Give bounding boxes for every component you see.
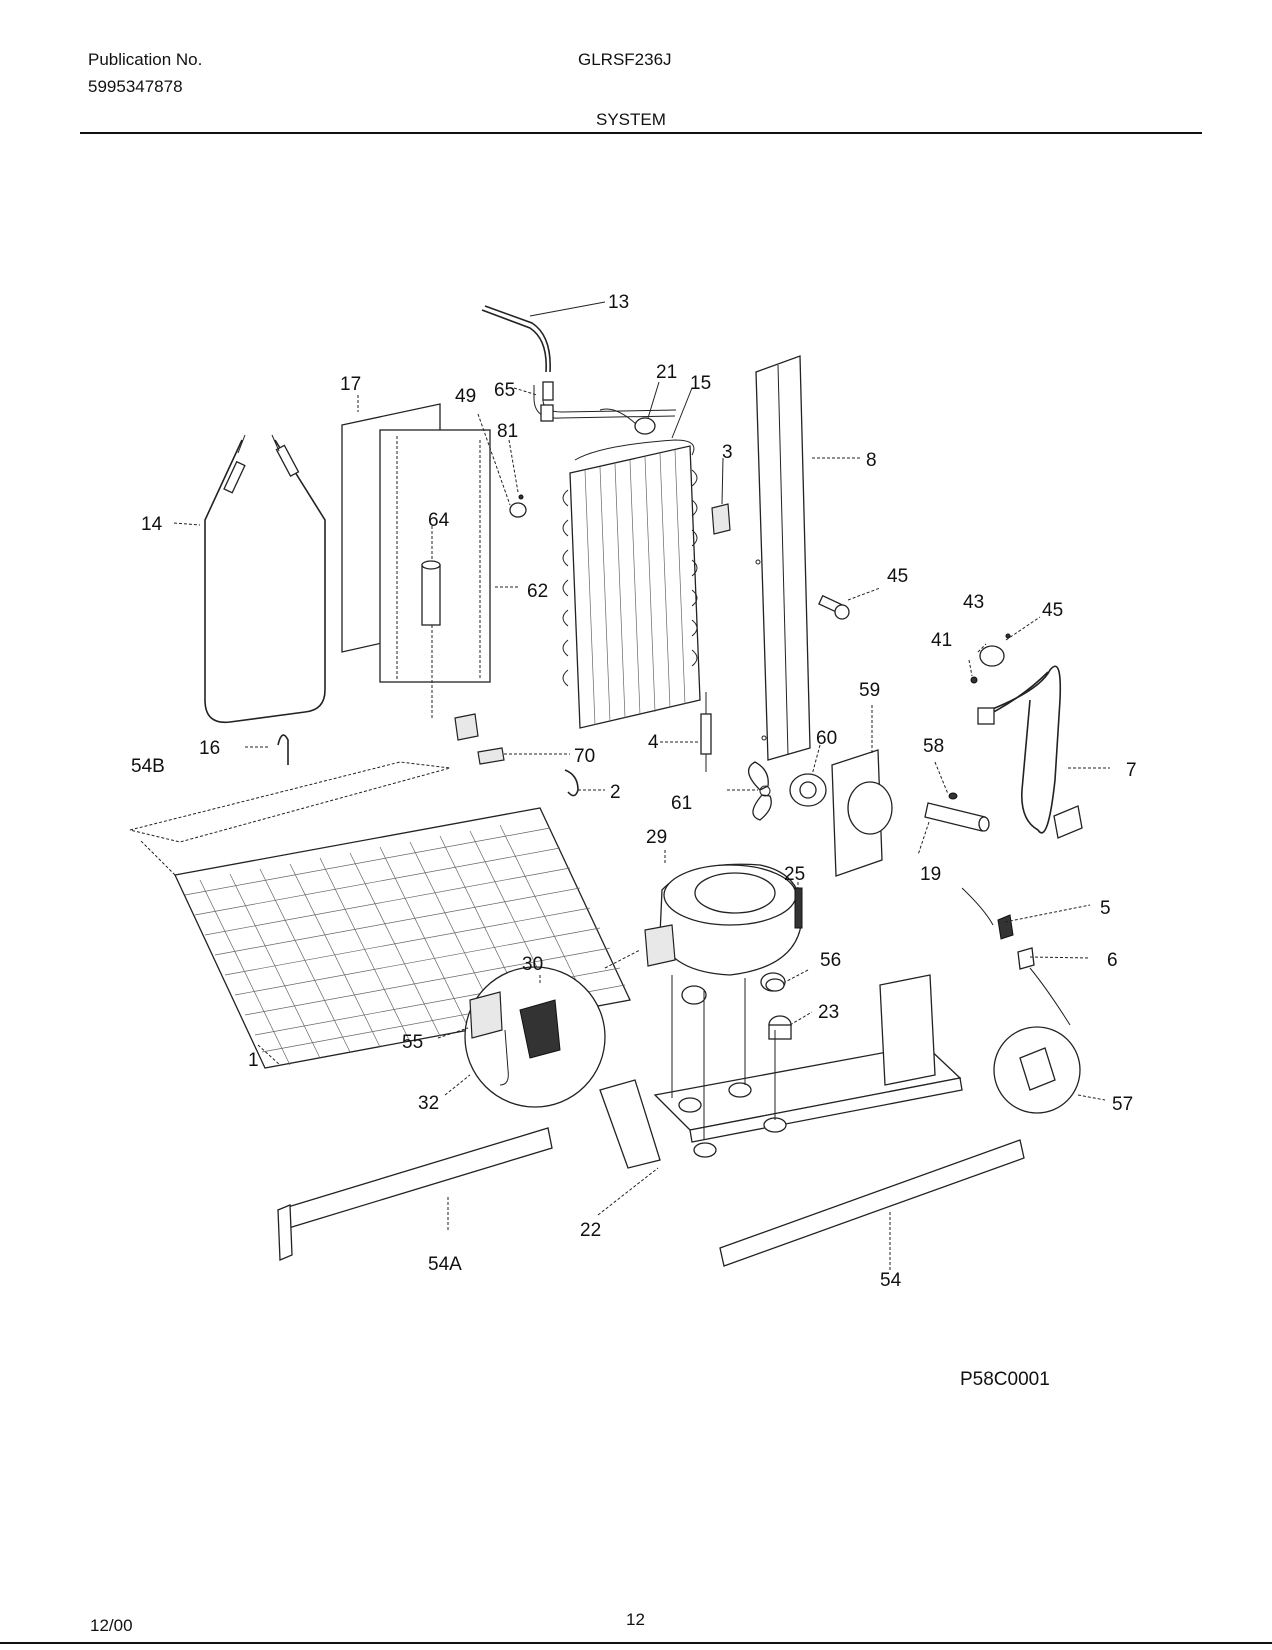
callout-56: 56 xyxy=(820,950,841,971)
callout-14: 14 xyxy=(141,514,163,535)
callout-81: 81 xyxy=(497,421,518,442)
clip-16-part xyxy=(277,734,289,765)
callout-4: 4 xyxy=(648,732,659,753)
fan-shroud-part xyxy=(831,749,893,877)
callout-2: 2 xyxy=(610,782,621,803)
grommet-23-part xyxy=(768,1015,792,1040)
callout-3: 3 xyxy=(722,442,733,463)
connector-6-part xyxy=(1017,947,1071,1026)
callout-5: 5 xyxy=(1100,898,1111,919)
publication-number: 5995347878 xyxy=(88,77,183,96)
model-number: GLRSF236J xyxy=(578,50,672,69)
evaporator-coil-part xyxy=(562,439,701,729)
callout-60: 60 xyxy=(816,728,837,749)
callout-16: 16 xyxy=(199,738,220,759)
callout-70: 70 xyxy=(574,746,595,767)
footer-date: 12/00 xyxy=(90,1616,133,1635)
bolt-25-part xyxy=(794,887,803,929)
drawing-id: P58C0001 xyxy=(960,1369,1050,1390)
callout-30: 30 xyxy=(522,954,543,975)
rail-54-part xyxy=(719,1139,1025,1267)
callout-labels: 13 17 49 65 81 21 15 3 8 14 64 62 45 43 … xyxy=(131,292,1137,1291)
evaporator-cover-part xyxy=(341,403,491,683)
fan-blade-part xyxy=(748,761,772,821)
defrost-heater-part xyxy=(204,434,326,724)
callout-8: 8 xyxy=(866,450,877,471)
compressor-part xyxy=(644,863,803,1005)
callout-65: 65 xyxy=(494,380,515,401)
header-rule xyxy=(80,132,1202,134)
connector-5-part xyxy=(961,887,1014,940)
relay-inset xyxy=(464,966,606,1108)
section-title: SYSTEM xyxy=(596,110,666,129)
base-pan-part xyxy=(599,974,963,1169)
clip-part xyxy=(509,494,527,518)
callout-55: 55 xyxy=(402,1032,423,1053)
callout-1: 1 xyxy=(248,1050,259,1071)
callout-29: 29 xyxy=(646,827,667,848)
callout-64: 64 xyxy=(428,510,450,531)
screw-58-part xyxy=(948,792,958,800)
washer-56-part xyxy=(765,978,785,992)
fan-motor-part xyxy=(789,773,827,807)
callout-25: 25 xyxy=(784,864,805,885)
channel-part xyxy=(755,355,811,761)
callout-58: 58 xyxy=(923,736,944,757)
callout-43: 43 xyxy=(963,592,984,613)
screw-45-part xyxy=(818,594,850,620)
callout-62: 62 xyxy=(527,581,548,602)
callout-23: 23 xyxy=(818,1002,839,1023)
tube-19-part xyxy=(924,802,990,832)
callout-54: 54 xyxy=(880,1270,902,1291)
callout-61: 61 xyxy=(671,793,692,814)
callout-49: 49 xyxy=(455,386,476,407)
relay-cover-part xyxy=(970,633,1011,684)
callout-17: 17 xyxy=(340,374,361,395)
callout-15: 15 xyxy=(690,373,711,394)
drier-part xyxy=(700,692,712,772)
leader-lines xyxy=(173,301,1110,1270)
callout-22: 22 xyxy=(580,1220,601,1241)
rail-54a-part xyxy=(277,1127,553,1261)
callout-54a: 54A xyxy=(428,1254,462,1275)
bracket-70-part xyxy=(454,713,505,765)
power-cord-part xyxy=(977,665,1083,839)
callout-45-upper: 45 xyxy=(887,566,908,587)
callout-45-lower: 45 xyxy=(1042,600,1063,621)
callout-13: 13 xyxy=(608,292,629,313)
callout-7: 7 xyxy=(1126,760,1137,781)
footer-rule xyxy=(0,1642,1272,1644)
callout-54b: 54B xyxy=(131,756,165,777)
callout-57: 57 xyxy=(1112,1094,1133,1115)
overload-inset xyxy=(993,1026,1081,1114)
callout-41: 41 xyxy=(931,630,952,651)
publication-label: Publication No. xyxy=(88,50,203,69)
bracket-part xyxy=(711,503,731,535)
clip-2-part xyxy=(564,769,579,797)
callout-21: 21 xyxy=(656,362,677,383)
capillary-tube-part xyxy=(481,305,677,422)
defrost-thermostat-part xyxy=(599,408,656,435)
footer-page: 12 xyxy=(626,1610,645,1629)
callout-59: 59 xyxy=(859,680,880,701)
callout-19: 19 xyxy=(920,864,941,885)
callout-32: 32 xyxy=(418,1093,439,1114)
callout-6: 6 xyxy=(1107,950,1118,971)
